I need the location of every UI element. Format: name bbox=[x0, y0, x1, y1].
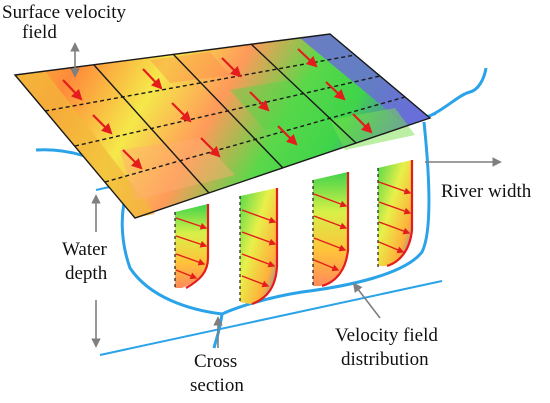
velocity-profile-panels bbox=[174, 160, 414, 306]
water-depth-label-line2: depth bbox=[65, 263, 108, 284]
velocity-field-label-line1: Velocity field bbox=[335, 325, 438, 346]
cross-section-label-line2: section bbox=[190, 375, 244, 396]
riverbed-line bbox=[99, 280, 443, 356]
water-depth-label-line1: Water bbox=[62, 239, 107, 260]
velocity-field-label-line2: distribution bbox=[341, 349, 429, 370]
velocity-arrows bbox=[62, 48, 373, 170]
surface-velocity-grid bbox=[13, 33, 432, 219]
surface-velocity-label-line1: Surface velocity bbox=[2, 2, 126, 23]
river-width-label: River width bbox=[441, 181, 532, 202]
cross-section-label-line1: Cross bbox=[194, 351, 238, 372]
surface-velocity-label-line2: field bbox=[22, 22, 57, 43]
pointer-arrows bbox=[70, 42, 502, 348]
